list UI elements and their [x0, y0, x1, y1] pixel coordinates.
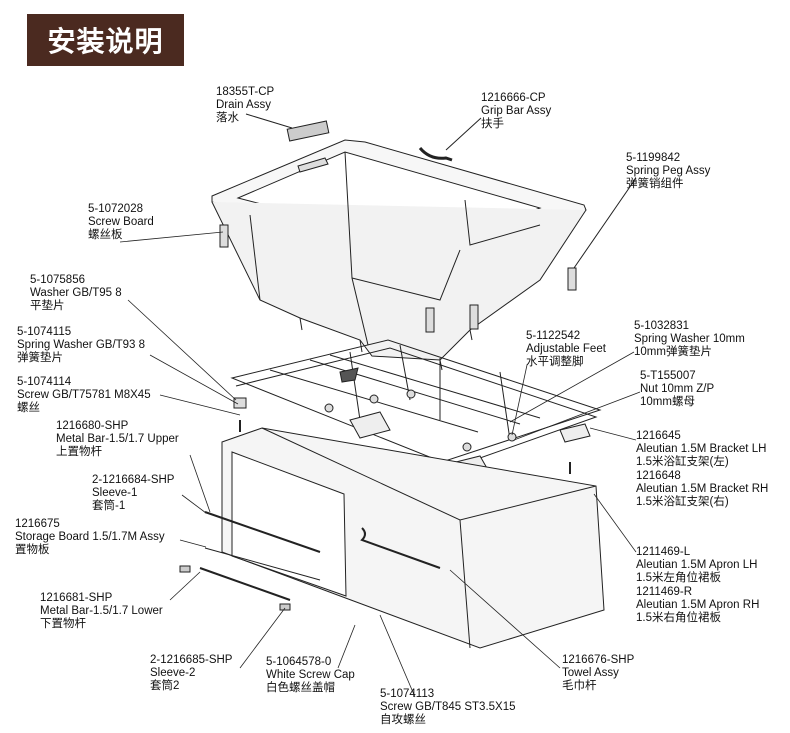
- adjustable-feet: [324, 367, 517, 452]
- page-title: 安装说明: [27, 14, 184, 66]
- grip-bar-part: [418, 117, 482, 162]
- leader-lines: [119, 231, 641, 698]
- storage-bars: [179, 511, 321, 611]
- apron-panel: [221, 427, 605, 649]
- spring-peg-parts: [219, 177, 637, 333]
- drain-part: [245, 113, 330, 142]
- bathtub-shell: [211, 139, 587, 371]
